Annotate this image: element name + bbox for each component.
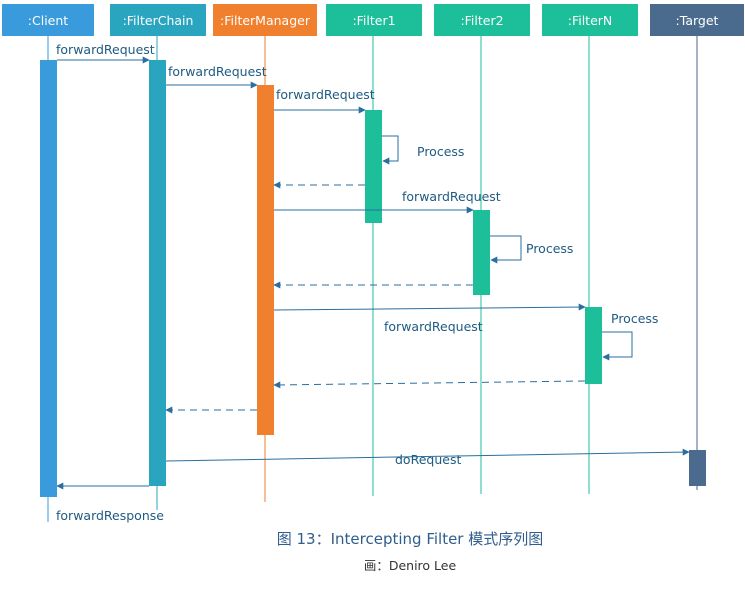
message-client-to-filterchain: forwardRequest [56,42,155,64]
participant-filterchain-label: :FilterChain [123,13,194,28]
activation-target [689,450,706,486]
self-process-filter1: Process [382,135,464,165]
participant-filterchain: :FilterChain [110,4,206,36]
activation-client [40,60,57,497]
process-label-1: Process [417,144,464,159]
message-filterchain-to-filtermanager: forwardRequest [166,64,267,89]
participant-filterN-label: :FilterN [568,13,613,28]
message-filtermanager-to-filterN: forwardRequest [273,303,586,334]
message-label-2: forwardRequest [168,64,267,79]
self-process-filterN: Process [602,311,658,361]
process-label-3: Process [611,311,658,326]
message-filtermanager-to-filter2: forwardRequest [274,189,501,214]
participant-target: :Target [650,4,744,36]
message-label-6: doRequest [395,452,461,467]
message-label-1: forwardRequest [56,42,155,57]
participant-target-label: :Target [676,13,719,28]
participant-filterN: :FilterN [542,4,638,36]
activation-filtermanager [257,85,274,435]
process-label-2: Process [526,241,573,256]
message-label-3: forwardRequest [276,87,375,102]
message-filterchain-to-target: doRequest [165,448,690,467]
participant-filtermanager-label: :FilterManager [220,13,311,28]
message-label-4: forwardRequest [402,189,501,204]
participant-filter1-label: :Filter1 [352,13,395,28]
self-process-filter2: Process [490,235,573,264]
response-filterchain-to-client: forwardResponse [56,482,164,523]
participant-client-label: :Client [28,13,68,28]
participant-filter2-label: :Filter2 [460,13,503,28]
activation-filter1 [365,110,382,223]
message-label-5: forwardRequest [384,319,483,334]
participant-filter2: :Filter2 [434,4,530,36]
activation-filter2 [473,210,490,295]
participant-filter1: :Filter1 [326,4,422,36]
activation-filterchain [149,60,166,486]
participant-filtermanager: :FilterManager [213,4,317,36]
message-filtermanager-to-filter1: forwardRequest [274,87,375,114]
return-filterN-to-filtermanager [273,380,586,389]
message-label-7: forwardResponse [56,508,164,523]
activation-filterN [585,307,602,384]
figure-author: 画：Deniro Lee [363,558,457,573]
figure-caption: 图 13：Intercepting Filter 模式序列图 [276,530,544,548]
participant-client: :Client [2,4,94,36]
